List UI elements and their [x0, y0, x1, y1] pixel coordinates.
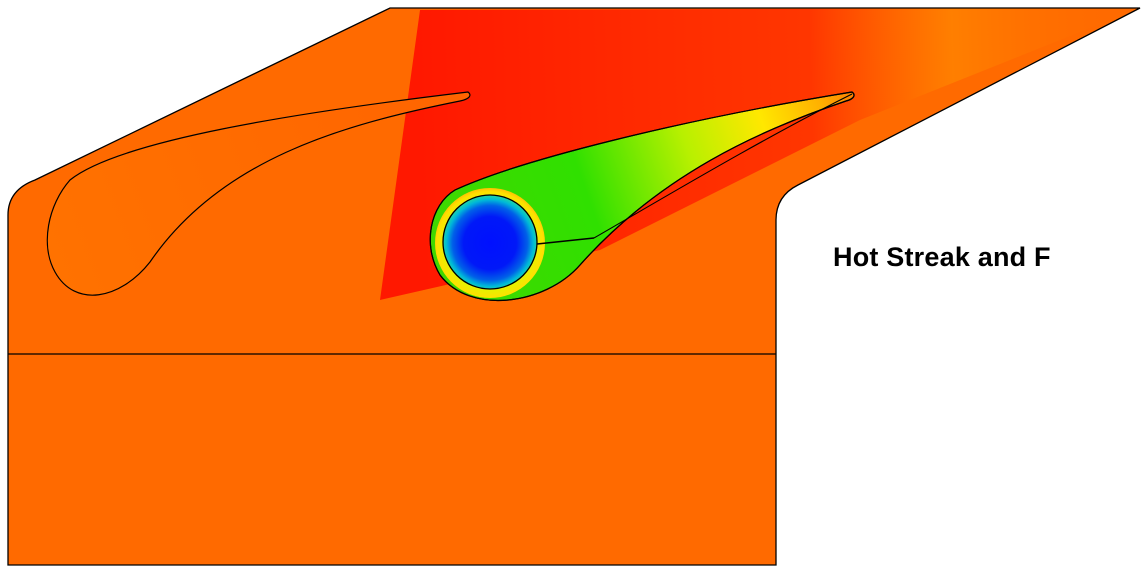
cooling-hole: [442, 194, 538, 290]
cooling-slot-edge: [593, 93, 853, 239]
flow-domain: [7, 7, 1141, 566]
cooled-blade: [429, 91, 855, 302]
domain-outline: [7, 7, 1141, 566]
cooling-slot: [536, 237, 595, 245]
cooled-blade-outline: [429, 91, 855, 302]
first-blade: [46, 91, 471, 296]
figure-caption: Hot Streak and F: [833, 242, 1051, 272]
